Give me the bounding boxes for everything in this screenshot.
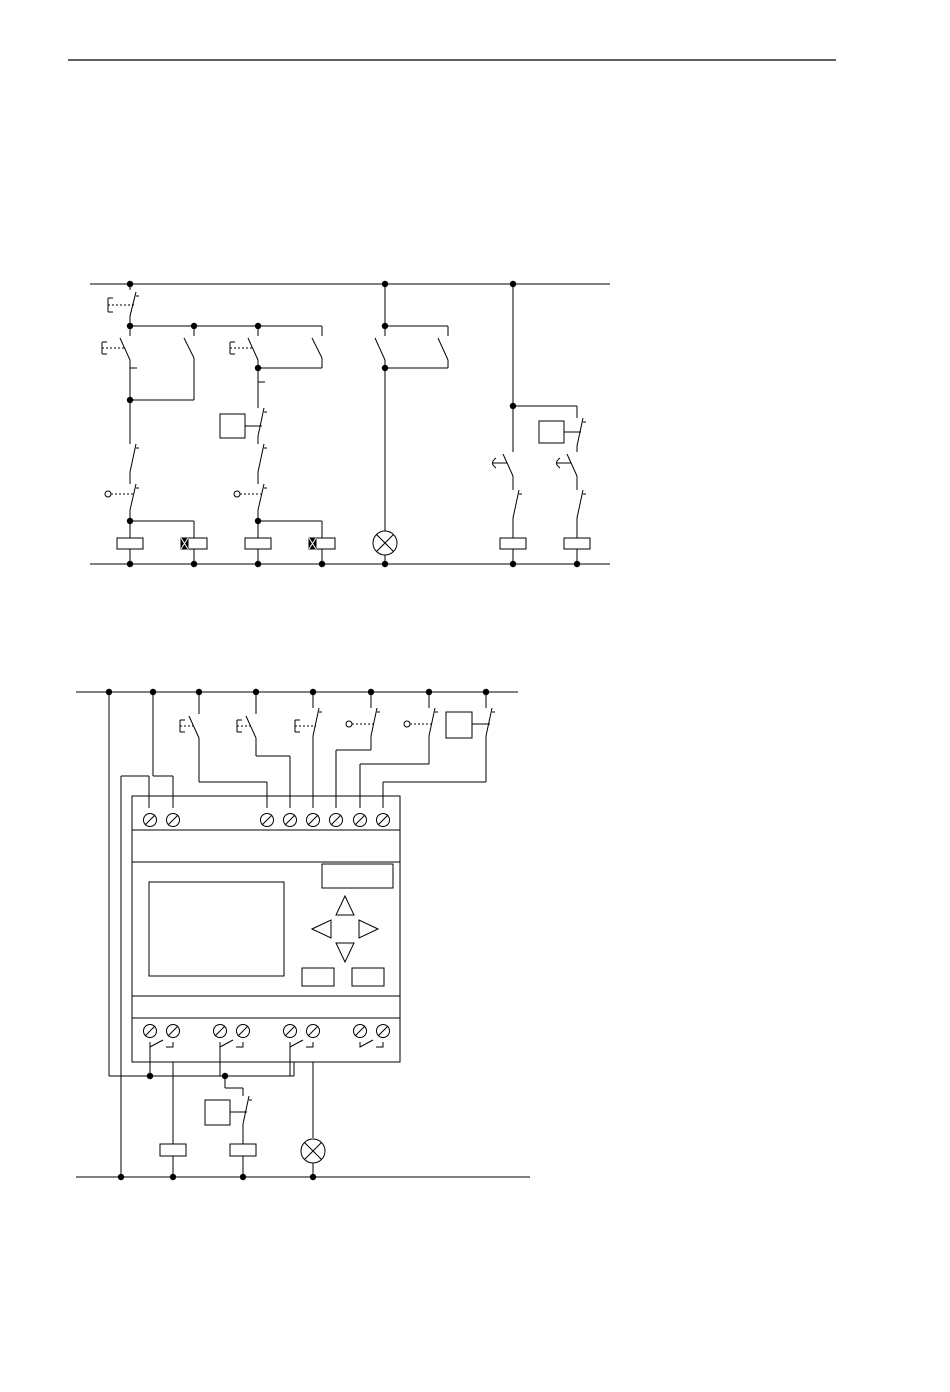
branch-4 xyxy=(492,284,590,564)
relay-contact xyxy=(513,490,522,518)
relay-coil xyxy=(160,1144,186,1156)
display-window xyxy=(149,882,284,976)
pushbutton-switch xyxy=(230,338,258,360)
arrow-up-icon[interactable] xyxy=(336,896,354,915)
relay-coil xyxy=(117,538,143,549)
branch-2 xyxy=(220,326,335,564)
controller-wiring-diagram xyxy=(76,689,530,1180)
timer-contact xyxy=(205,1096,252,1125)
terminal-screw-icon xyxy=(144,814,157,827)
pushbutton-switch xyxy=(102,338,130,360)
junction-dots xyxy=(106,689,489,1180)
terminal-screw-icon xyxy=(144,1025,157,1038)
relay-contact xyxy=(577,490,586,518)
timer-contact xyxy=(220,408,267,438)
terminal-screw-icon xyxy=(307,1025,320,1038)
pushbutton-switch xyxy=(108,292,139,316)
module-slot xyxy=(322,864,393,888)
terminal-screw-icon xyxy=(284,1025,297,1038)
indicator-lamp xyxy=(301,1139,325,1163)
terminal-screw-icon xyxy=(284,814,297,827)
output-relay xyxy=(214,1025,250,1048)
controller-module xyxy=(132,796,400,1062)
terminal-screw-icon xyxy=(261,814,274,827)
relay-coil xyxy=(500,538,526,549)
relay-coil xyxy=(245,538,271,549)
output-relay xyxy=(144,1025,180,1048)
terminal-screw-icon xyxy=(167,814,180,827)
pushbutton-switch xyxy=(295,708,322,736)
relay-coil xyxy=(230,1144,256,1156)
ok-key[interactable] xyxy=(352,968,384,986)
terminal-screw-icon xyxy=(354,814,367,827)
relay-contact xyxy=(438,338,448,360)
pushbutton-switch xyxy=(492,454,513,476)
terminal-screw-icon xyxy=(377,1025,390,1038)
relay-contact xyxy=(375,338,385,360)
limit-switch xyxy=(404,708,438,736)
terminal-screw-icon xyxy=(214,1025,227,1038)
timer-contact xyxy=(539,418,586,446)
arrow-left-icon[interactable] xyxy=(312,920,331,938)
conventional-wiring-diagram xyxy=(90,281,610,567)
limit-switch xyxy=(234,484,267,510)
relay-contact xyxy=(130,444,139,472)
limit-switch xyxy=(105,484,139,510)
terminal-screw-icon xyxy=(237,1025,250,1038)
relay-contact xyxy=(312,338,322,358)
timer-contact xyxy=(446,708,495,738)
terminal-screw-icon xyxy=(167,1025,180,1038)
pushbutton-switch xyxy=(180,716,199,738)
terminal-screw-icon xyxy=(330,814,343,827)
indicator-lamp xyxy=(373,531,397,555)
esc-key[interactable] xyxy=(302,968,334,986)
arrow-right-icon[interactable] xyxy=(359,920,378,938)
input-terminals xyxy=(144,814,390,827)
terminal-screw-icon xyxy=(377,814,390,827)
output-relay xyxy=(284,1025,320,1048)
relay-contact xyxy=(184,338,194,358)
limit-switch xyxy=(346,708,380,736)
output-terminals xyxy=(144,1025,390,1048)
cursor-keys xyxy=(312,896,378,962)
pushbutton-switch xyxy=(556,454,577,476)
pushbutton-switch xyxy=(237,716,256,738)
relay-contact xyxy=(258,444,267,472)
terminal-screw-icon xyxy=(354,1025,367,1038)
branch-1 xyxy=(102,284,322,564)
input-switches xyxy=(180,692,495,808)
arrow-down-icon[interactable] xyxy=(336,943,354,962)
junction-dots xyxy=(127,281,580,567)
relay-coil xyxy=(564,538,590,549)
terminal-screw-icon xyxy=(307,814,320,827)
output-relay xyxy=(354,1025,390,1048)
